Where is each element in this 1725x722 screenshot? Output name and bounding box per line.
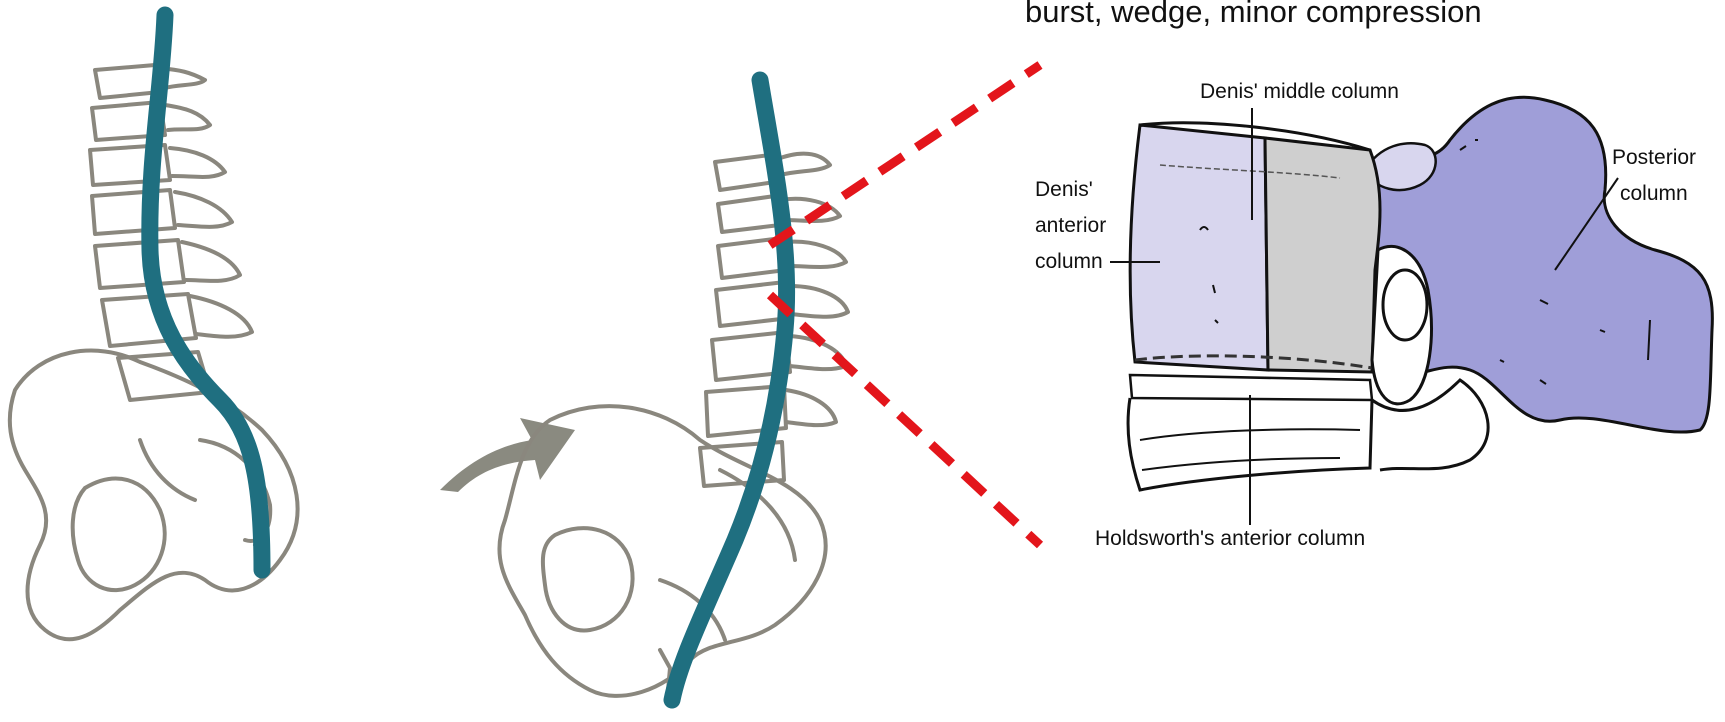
middle-spine-illustration: [499, 154, 848, 696]
label-posterior-line2: column: [1620, 182, 1688, 205]
label-middle-column: Denis' middle column: [1200, 80, 1399, 103]
label-anterior-column-line3: column: [1035, 250, 1103, 273]
label-anterior-column-line2: anterior: [1035, 214, 1106, 237]
vertebra-detail: Denis' middle column Denis' anterior col…: [1035, 80, 1712, 550]
label-posterior-line1: Posterior: [1612, 146, 1696, 169]
rotation-arrow: [440, 418, 575, 492]
left-spinal-curve: [150, 15, 262, 570]
label-anterior-column-line1: Denis': [1035, 178, 1093, 201]
label-holdsworth-column: Holdsworth's anterior column: [1095, 527, 1365, 550]
anterior-column-region: [1130, 125, 1268, 370]
